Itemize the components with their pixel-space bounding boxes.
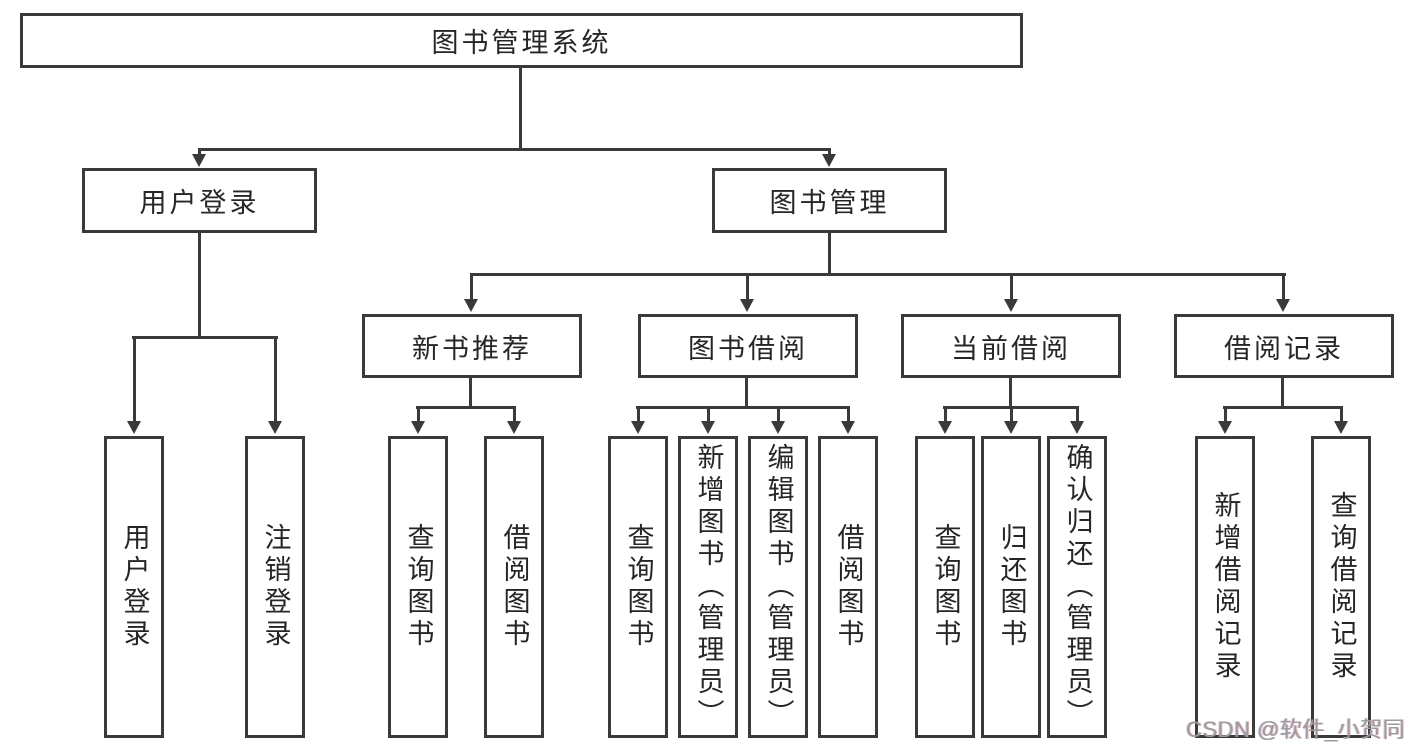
connector-line bbox=[198, 233, 201, 338]
node-label: 编辑图书（管理员） bbox=[763, 443, 794, 731]
leaf-confirm-return-admin: 确认归还（管理员） bbox=[1047, 436, 1107, 738]
arrow-down-icon bbox=[410, 409, 426, 434]
connector-line bbox=[470, 273, 1286, 276]
node-label: 图书管理系统 bbox=[431, 28, 612, 58]
leaf-edit-book-admin: 编辑图书（管理员） bbox=[748, 436, 808, 738]
leaf-add-borrow-record: 新增借阅记录 bbox=[1195, 436, 1255, 738]
arrow-down-icon bbox=[700, 409, 716, 434]
node-root-system: 图书管理系统 bbox=[20, 13, 1023, 68]
node-label: 查询借阅记录 bbox=[1326, 491, 1357, 683]
arrow-down-icon bbox=[267, 339, 283, 434]
arrow-down-icon bbox=[840, 409, 856, 434]
leaf-query-books-recommend: 查询图书 bbox=[388, 436, 448, 738]
node-label: 用户登录 bbox=[119, 523, 150, 651]
arrow-down-icon bbox=[1217, 409, 1233, 434]
node-label: 新书推荐 bbox=[412, 333, 532, 364]
node-book-borrowing: 图书借阅 bbox=[638, 314, 858, 378]
node-label: 新增借阅记录 bbox=[1210, 491, 1241, 683]
connector-line bbox=[1281, 378, 1284, 409]
node-label: 查询图书 bbox=[403, 523, 434, 651]
connector-line bbox=[1223, 406, 1343, 409]
node-label: 用户登录 bbox=[139, 188, 260, 218]
arrow-down-icon bbox=[770, 409, 786, 434]
arrow-down-icon bbox=[1003, 276, 1019, 312]
csdn-watermark: CSDN @软件_小贺同学 bbox=[1186, 717, 1405, 742]
node-borrowing-records: 借阅记录 bbox=[1174, 314, 1394, 378]
leaf-add-book-admin: 新增图书（管理员） bbox=[678, 436, 738, 738]
connector-line bbox=[943, 406, 1079, 409]
leaf-borrow-books-borrowing: 借阅图书 bbox=[818, 436, 878, 738]
connector-line bbox=[636, 406, 850, 409]
node-label: 确认归还（管理员） bbox=[1062, 443, 1093, 731]
node-label: 注销登录 bbox=[260, 523, 291, 651]
arrow-down-icon bbox=[463, 276, 479, 312]
node-label: 新增图书（管理员） bbox=[693, 443, 724, 731]
node-label: 借阅图书 bbox=[499, 523, 530, 651]
node-new-book-recommendation: 新书推荐 bbox=[362, 314, 582, 378]
connector-line bbox=[198, 148, 831, 151]
node-book-management: 图书管理 bbox=[712, 168, 947, 233]
connector-line bbox=[745, 378, 748, 409]
connector-line bbox=[416, 406, 516, 409]
node-label: 查询图书 bbox=[930, 523, 961, 651]
node-label: 查询图书 bbox=[623, 523, 654, 651]
node-label: 图书管理 bbox=[769, 188, 890, 218]
arrow-down-icon bbox=[1333, 409, 1349, 434]
node-user-login: 用户登录 bbox=[82, 168, 317, 233]
node-label: 借阅记录 bbox=[1224, 333, 1344, 364]
leaf-user-login: 用户登录 bbox=[104, 436, 164, 738]
arrow-down-icon bbox=[1003, 409, 1019, 434]
connector-line bbox=[828, 233, 831, 276]
leaf-borrow-books-recommend: 借阅图书 bbox=[484, 436, 544, 738]
node-current-borrowing: 当前借阅 bbox=[901, 314, 1121, 378]
arrow-down-icon bbox=[630, 409, 646, 434]
arrow-down-icon bbox=[1275, 276, 1291, 312]
leaf-query-borrow-record: 查询借阅记录 bbox=[1311, 436, 1371, 738]
arrow-down-icon bbox=[126, 339, 142, 434]
connector-line bbox=[1009, 378, 1012, 409]
node-label: 归还图书 bbox=[996, 523, 1027, 651]
connector-line bbox=[469, 378, 472, 409]
connector-line bbox=[132, 336, 278, 339]
node-label: 图书借阅 bbox=[688, 333, 808, 364]
leaf-query-books-borrowing: 查询图书 bbox=[608, 436, 668, 738]
arrow-down-icon bbox=[739, 276, 755, 312]
leaf-query-books-current: 查询图书 bbox=[915, 436, 975, 738]
arrow-down-icon bbox=[821, 151, 837, 167]
leaf-return-books: 归还图书 bbox=[981, 436, 1041, 738]
arrow-down-icon bbox=[506, 409, 522, 434]
arrow-down-icon bbox=[937, 409, 953, 434]
node-label: 借阅图书 bbox=[833, 523, 864, 651]
leaf-logout: 注销登录 bbox=[245, 436, 305, 738]
arrow-down-icon bbox=[1069, 409, 1085, 434]
connector-line bbox=[519, 68, 522, 148]
node-label: 当前借阅 bbox=[951, 333, 1071, 364]
arrow-down-icon bbox=[191, 151, 207, 167]
